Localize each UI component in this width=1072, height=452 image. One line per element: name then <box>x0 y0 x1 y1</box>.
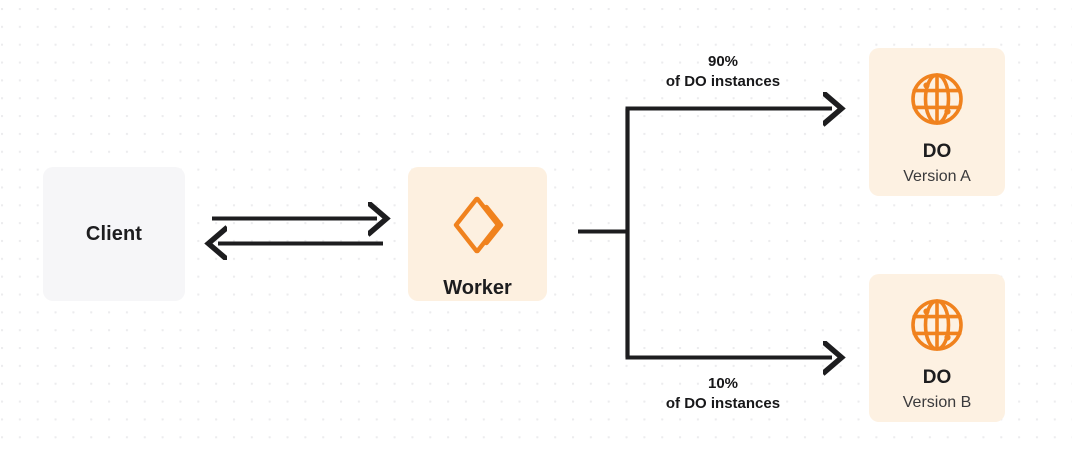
globe-icon <box>908 70 966 128</box>
node-worker[interactable]: Worker <box>408 167 547 301</box>
node-do-b-label: DO <box>922 367 952 388</box>
edge-label-do-b-caption: of DO instances <box>665 394 781 412</box>
node-client-label: Client <box>85 222 143 245</box>
node-do-b-sublabel: Version B <box>902 393 972 411</box>
edge-label-do-a-percent: 90% <box>707 53 739 70</box>
node-do-a-label: DO <box>922 141 952 162</box>
node-do-version-a[interactable]: DO Version A <box>869 48 1005 196</box>
cloudflare-workers-icon <box>446 193 510 257</box>
edge-label-do-b-percent: 10% <box>707 375 739 392</box>
edge-label-do-a-caption: of DO instances <box>665 72 781 90</box>
node-do-version-b[interactable]: DO Version B <box>869 274 1005 422</box>
node-worker-label: Worker <box>443 277 512 299</box>
edge-label-do-a: 90% of DO instances <box>640 52 806 92</box>
edge-worker-branch-spine <box>578 108 630 358</box>
edge-label-do-b: 10% of DO instances <box>640 374 806 414</box>
globe-icon <box>908 296 966 354</box>
node-do-a-sublabel: Version A <box>903 167 971 185</box>
node-client[interactable]: Client <box>43 167 185 301</box>
